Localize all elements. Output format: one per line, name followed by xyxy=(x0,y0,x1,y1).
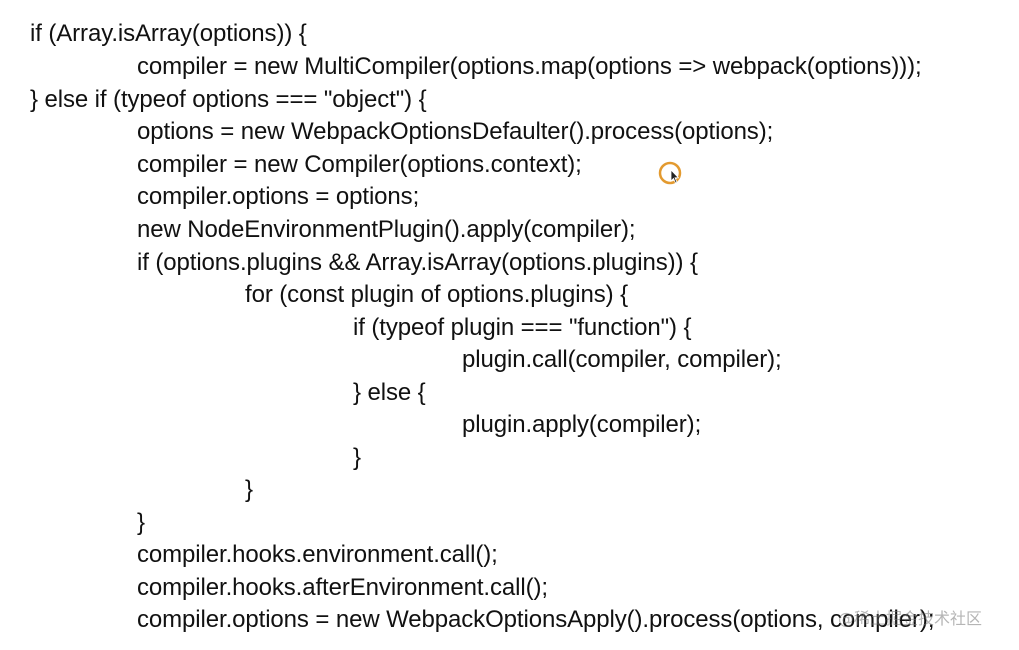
code-line: if (options.plugins && Array.isArray(opt… xyxy=(137,249,698,276)
code-line: compiler = new Compiler(options.context)… xyxy=(137,151,582,178)
code-line: } else if (typeof options === "object") … xyxy=(30,86,427,113)
code-line: for (const plugin of options.plugins) { xyxy=(245,281,628,308)
code-line: } xyxy=(353,444,361,471)
code-line: plugin.apply(compiler); xyxy=(462,411,702,438)
code-line: } else { xyxy=(353,379,426,406)
code-line: compiler.hooks.environment.call(); xyxy=(137,541,498,568)
watermark: @稀土掘金技术社区 xyxy=(838,609,983,628)
code-line: if (typeof plugin === "function") { xyxy=(353,314,692,341)
code-line: } xyxy=(245,476,253,503)
mouse-pointer-icon xyxy=(657,160,683,186)
code-line: compiler.options = new WebpackOptionsApp… xyxy=(137,606,935,633)
code-line: plugin.call(compiler, compiler); xyxy=(462,346,782,373)
code-line: compiler.options = options; xyxy=(137,183,420,210)
code-line: } xyxy=(137,509,145,536)
code-line: compiler = new MultiCompiler(options.map… xyxy=(137,53,922,80)
code-line: new NodeEnvironmentPlugin().apply(compil… xyxy=(137,216,636,243)
code-line: compiler.hooks.afterEnvironment.call(); xyxy=(137,574,548,601)
code-line: options = new WebpackOptionsDefaulter().… xyxy=(137,118,774,145)
code-line: if (Array.isArray(options)) { xyxy=(30,20,307,47)
